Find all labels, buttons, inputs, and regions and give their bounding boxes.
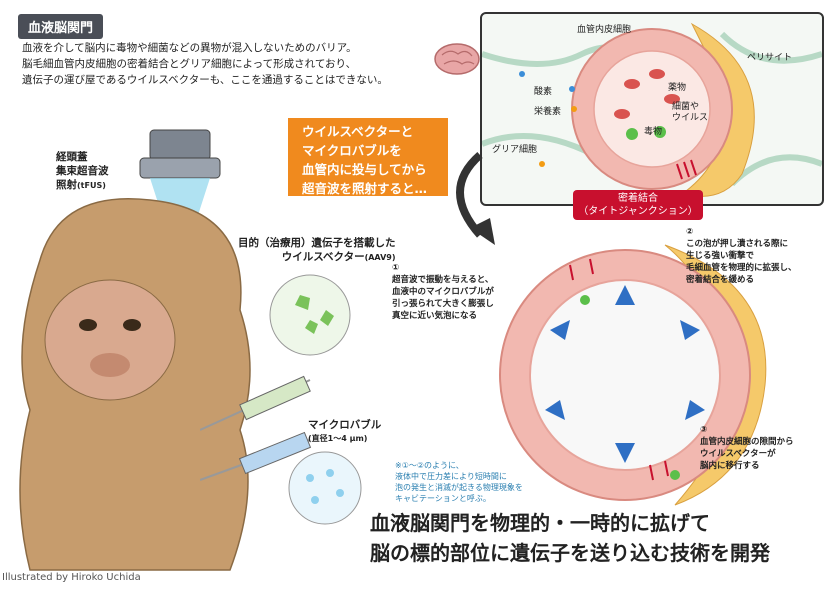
description: 血液を介して脳内に毒物や細菌などの異物が混入しないためのバリア。 脳毛細血管内皮… <box>22 40 432 88</box>
microbubble-label: マイクロバブル (直径1〜4 μm) <box>308 418 381 446</box>
step-line: 血液中のマイクロバブルが <box>392 287 494 297</box>
step-3: ③ 血管内皮細胞の隙間から ウイルスベクターが 脳内に移行する <box>700 424 830 472</box>
vector-abbr: (AAV9) <box>364 253 396 262</box>
note-line: ※①〜②のように、 <box>395 461 464 470</box>
label-nutrients: 栄養素 <box>534 107 562 117</box>
step-line: 真空に近い気泡になる <box>392 311 478 321</box>
step-2: ② この泡が押し潰される際に 生じる強い衝撃で 毛細血管を物理的に拡張し、 密着… <box>686 226 826 286</box>
headline-line: 脳の標的部位に遺伝子を送り込む技術を開発 <box>370 541 770 565</box>
tight-junction-sub: （タイトジャンクション） <box>578 206 698 217</box>
instruction-line: 超音波を照射すると… <box>302 181 428 196</box>
instruction-line: マイクロバブルを <box>302 143 402 158</box>
description-line: 遺伝子の運び屋であるウイルスベクターも、ここを通過することはできない。 <box>22 74 388 86</box>
instruction-line: ウイルスベクターと <box>302 124 414 139</box>
instruction-box: ウイルスベクターと マイクロバブルを 血管内に投与してから 超音波を照射すると… <box>288 118 448 196</box>
tight-junction-badge: 密着結合 （タイトジャンクション） <box>573 190 703 220</box>
label-glia: グリア細胞 <box>492 145 538 155</box>
step-line: 超音波で振動を与えると、 <box>392 275 494 285</box>
step-line: この泡が押し潰される際に <box>686 239 789 249</box>
tfus-label: 経頭蓋 集束超音波 照射(tFUS) <box>56 150 109 193</box>
vessel-cavitation-diagram <box>499 244 767 506</box>
label-bacteria-line: 細菌や <box>672 102 700 112</box>
step-line: ウイルスベクターが <box>700 449 776 459</box>
headline: 血液脳関門を物理的・一時的に拡げて 脳の標的部位に遺伝子を送り込む技術を開発 <box>370 508 770 568</box>
microbubble-size: (直径1〜4 μm) <box>308 434 368 443</box>
tfus-line: 集束超音波 <box>56 165 109 177</box>
label-drug: 薬物 <box>668 83 687 93</box>
step-line: 毛細血管を物理的に拡張し、 <box>686 263 797 273</box>
vector-line: ウイルスベクター <box>281 251 365 263</box>
label-pericyte: ペリサイト <box>747 53 793 63</box>
illustration-credit: Illustrated by Hiroko Uchida <box>2 572 141 583</box>
step-line: 密着結合を緩める <box>686 275 755 285</box>
vector-line: 目的（治療用）遺伝子を搭載した <box>238 237 396 249</box>
vector-label: 目的（治療用）遺伝子を搭載した ウイルスベクター(AAV9) <box>238 236 396 265</box>
brain-icon <box>434 43 480 75</box>
headline-line: 血液脳関門を物理的・一時的に拡げて <box>370 511 710 535</box>
cavitation-note: ※①〜②のように、 液体中で圧力差により短時間に 泡の発生と消滅が起きる物理現象… <box>395 460 575 504</box>
note-line: 液体中で圧力差により短時間に <box>395 472 507 481</box>
step-number: ③ <box>700 425 708 435</box>
curved-arrow-icon <box>456 151 495 245</box>
label-virus-line: ウイルス <box>672 113 709 123</box>
note-line: キャビテーションと呼ぶ。 <box>395 494 491 503</box>
bbb-inset-diagram: 血管内皮細胞 ペリサイト 酸素 栄養素 薬物 細菌や ウイルス 毒物 グリア細胞 <box>480 12 824 206</box>
label-oxygen: 酸素 <box>534 87 553 97</box>
label-endothelial: 血管内皮細胞 <box>577 25 632 35</box>
tfus-line: 経頭蓋 <box>56 151 88 163</box>
description-line: 血液を介して脳内に毒物や細菌などの異物が混入しないためのバリア。 <box>22 42 357 54</box>
step-1: ① 超音波で振動を与えると、 血液中のマイクロバブルが 引っ張られて大きく膨張し… <box>392 262 512 322</box>
step-line: 生じる強い衝撃で <box>686 251 755 261</box>
step-number: ② <box>686 227 694 237</box>
monkey-illustration <box>19 129 251 571</box>
microbubble-name: マイクロバブル <box>308 419 382 431</box>
label-bacteria-virus: 細菌や ウイルス <box>672 102 708 124</box>
note-line: 泡の発生と消滅が起きる物理現象を <box>395 483 523 492</box>
step-line: 引っ張られて大きく膨張し <box>392 299 494 309</box>
inset-illustration <box>482 22 822 197</box>
microbubble-bubble-icon <box>288 451 362 525</box>
syringe-illustration <box>200 274 351 481</box>
step-line: 脳内に移行する <box>700 461 760 471</box>
step-number: ① <box>392 263 400 273</box>
label-toxin: 毒物 <box>644 127 663 137</box>
page-title: 血液脳関門 <box>18 14 104 39</box>
step-line: 血管内皮細胞の隙間から <box>700 437 794 447</box>
description-line: 脳毛細血管内皮細胞の密着結合とグリア細胞によって形成されており、 <box>22 58 357 70</box>
tfus-line: 照射 <box>56 179 77 191</box>
tight-junction-label: 密着結合 <box>618 193 658 204</box>
tfus-abbr: (tFUS) <box>77 181 106 190</box>
instruction-line: 血管内に投与してから <box>302 162 427 177</box>
